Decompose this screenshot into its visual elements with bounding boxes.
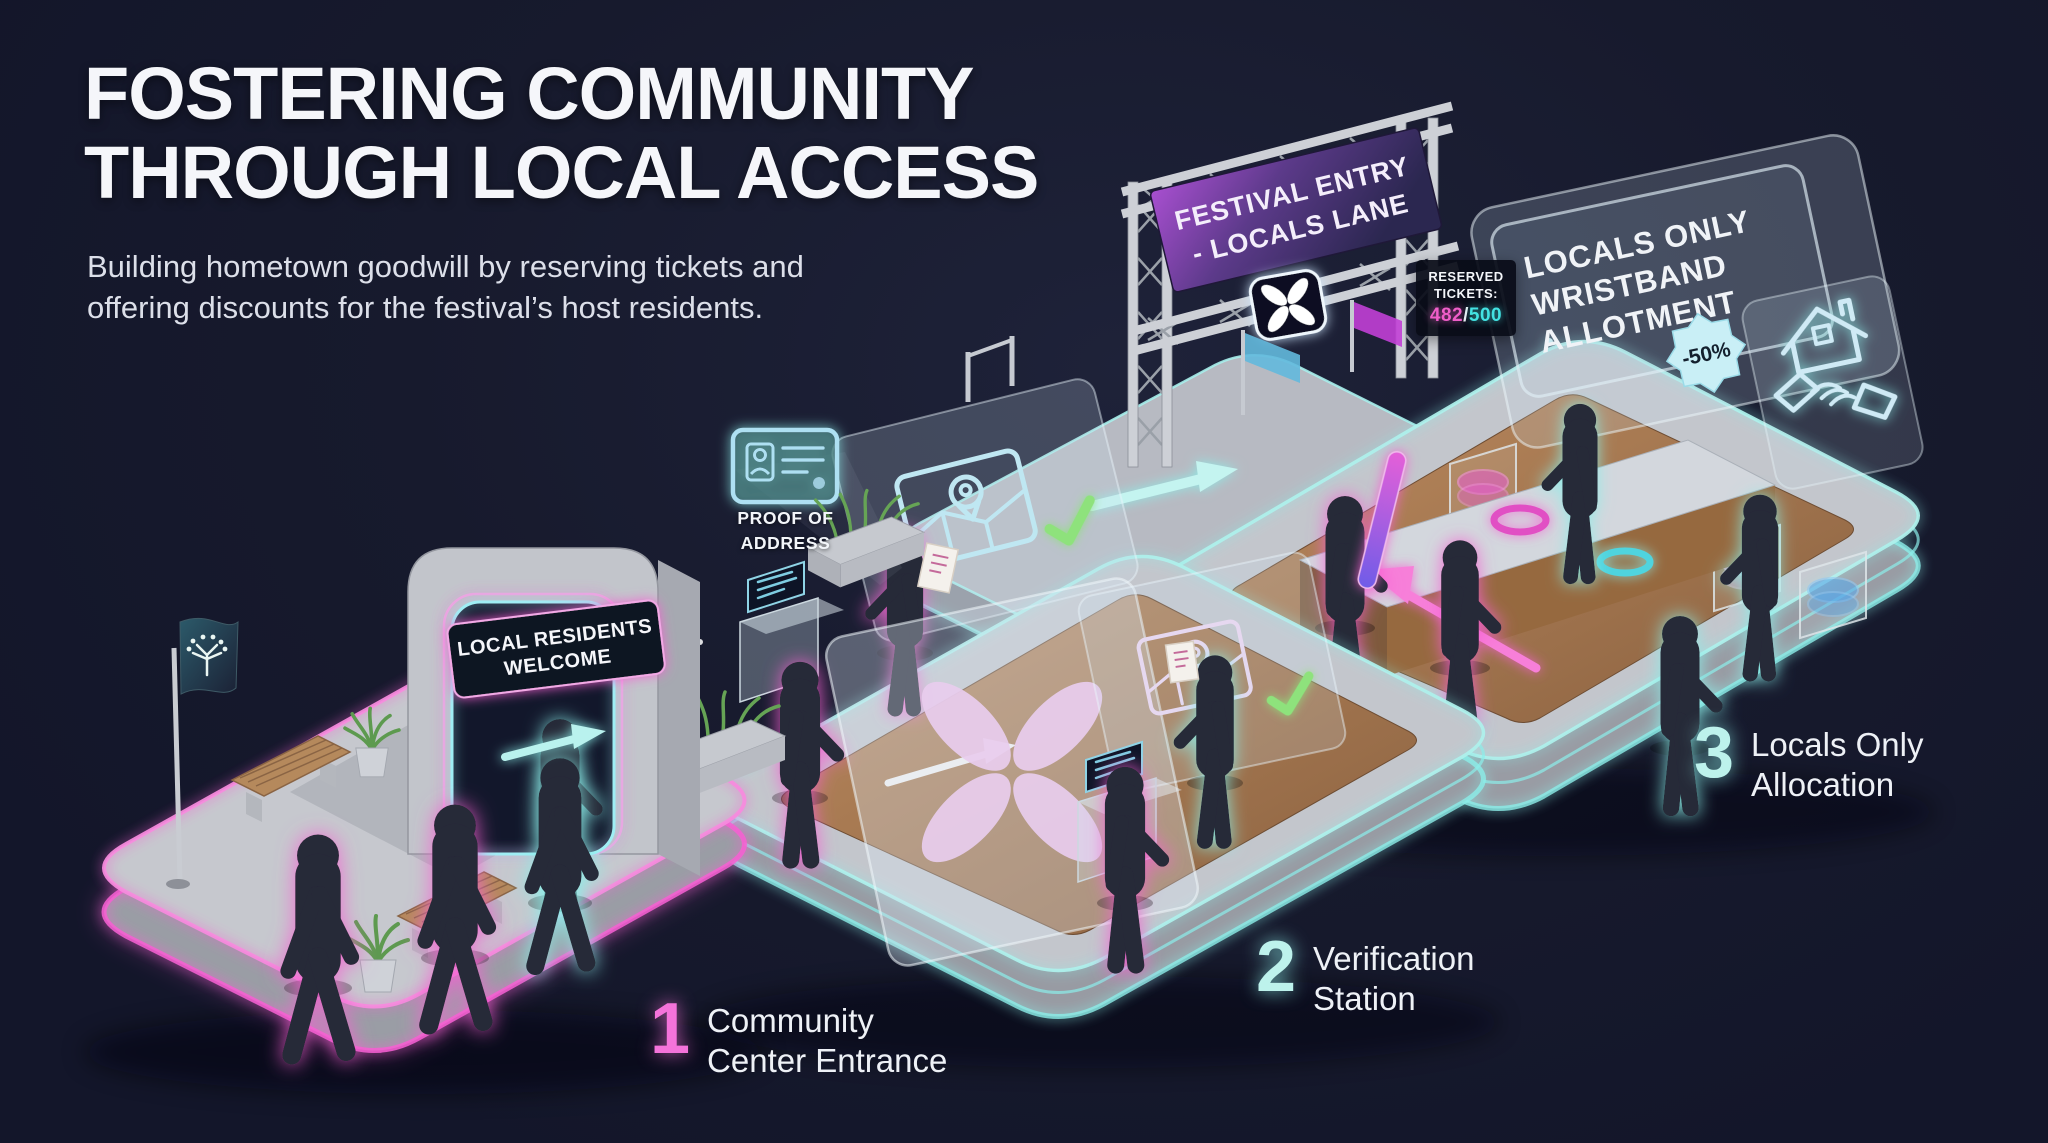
entrance-arrow-icon	[501, 724, 606, 761]
residency-benefit-panel	[1741, 275, 1924, 490]
checkmark-icon	[1266, 671, 1314, 716]
step-1-number: 1	[650, 989, 691, 1069]
page-subtitle: Building hometown goodwill by reserving …	[87, 246, 804, 328]
allocation-figures	[1315, 404, 1777, 808]
community-flag	[166, 617, 239, 889]
planter-box	[806, 488, 926, 588]
reserved-label-line1: RESERVED	[1428, 269, 1504, 284]
step-1-text: Community Center Entrance	[707, 1002, 948, 1079]
reserved-tickets-panel: RESERVED TICKETS: 482/500	[1416, 260, 1516, 336]
title-line1: FOSTERING COMMUNITY	[84, 52, 975, 135]
allotment-sign: LOCALS ONLY WRISTBAND ALLOTMENT -50%	[1470, 134, 1901, 449]
ticket-strip	[1357, 451, 1407, 589]
document-paper	[1164, 640, 1200, 684]
house-handshake-icon	[1773, 297, 1898, 420]
step-3-label: 3 Locals Only Allocation	[1694, 713, 1924, 805]
lane-flag-magenta	[1350, 300, 1402, 372]
step-2-text: Verification Station	[1313, 940, 1475, 1017]
checkmark-icon	[1044, 495, 1095, 546]
step-1-label: 1 Community Center Entrance	[650, 989, 948, 1081]
page-title: FOSTERING COMMUNITY THROUGH LOCAL ACCESS	[84, 52, 1039, 214]
kiosk-screen	[747, 560, 805, 614]
document-paper	[916, 542, 960, 594]
subtitle-line2: offering discounts for the festival’s ho…	[87, 290, 764, 325]
bench	[230, 735, 352, 822]
potted-plant	[343, 706, 401, 778]
step-3-number: 3	[1694, 713, 1735, 793]
reserved-label-line2: TICKETS:	[1434, 286, 1498, 301]
wristband-cyan	[1596, 547, 1654, 577]
step-3-text: Locals Only Allocation	[1751, 726, 1924, 803]
flag-cloth	[179, 617, 239, 695]
proof-of-address-label: PROOF OF ADDRESS	[737, 508, 834, 553]
step-2-number: 2	[1256, 927, 1297, 1007]
verification-figures-right	[1097, 641, 1243, 965]
entrance-sign: LOCAL RESIDENTS WELCOME	[446, 599, 666, 699]
entrance-arch: LOCAL RESIDENTS WELCOME	[407, 547, 700, 911]
reserved-count: 482/500	[1429, 305, 1503, 326]
lane-flag-cyan	[1241, 330, 1300, 415]
festival-logo-badge	[1248, 269, 1328, 341]
discount-badge: -50%	[1665, 312, 1747, 394]
tree-flag-icon	[186, 634, 228, 677]
wristband-pink	[1490, 504, 1550, 536]
queue-gate	[965, 336, 1015, 402]
entrance-figures	[284, 758, 592, 1055]
subtitle-line1: Building hometown goodwill by reserving …	[87, 249, 804, 284]
walkway-arrow-icon	[1087, 461, 1238, 511]
step-2-label: 2 Verification Station	[1256, 927, 1475, 1019]
entry-gantry: FESTIVAL ENTRY - LOCALS LANE	[1120, 101, 1460, 468]
title-line2: THROUGH LOCAL ACCESS	[84, 131, 1039, 214]
id-card-icon	[730, 427, 840, 505]
